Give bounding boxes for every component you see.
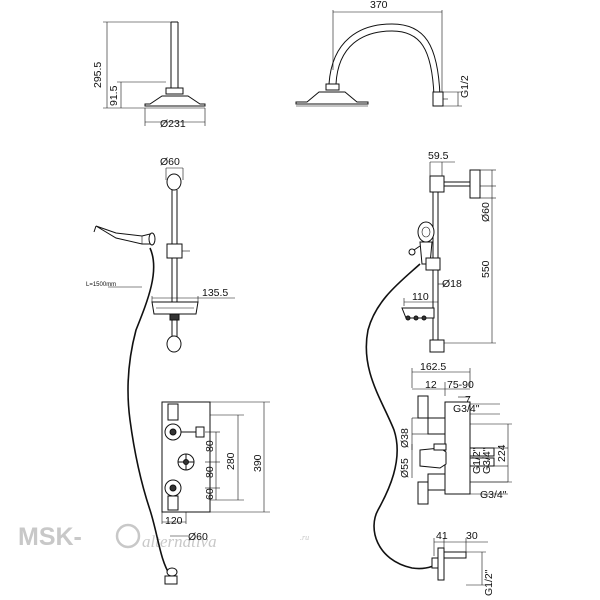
curved-arm-shower-view: 370 G1/2 (295, 0, 471, 107)
dim-valve-width: 120 (165, 515, 183, 527)
slide-rail-side-view: 59.5 Ø60 550 Ø18 110 (365, 150, 496, 570)
watermark-suffix: .ru (300, 533, 309, 542)
dim-rail-top-offset: 59.5 (428, 150, 449, 162)
dim-head-diameter: Ø231 (160, 118, 186, 130)
slide-rail-front-view: Ø60 135.5 L=1500mm (86, 156, 235, 576)
dim-rail-diameter: Ø60 (480, 202, 492, 222)
dim-valve-outer-height: 390 (252, 454, 264, 472)
dim-arm-thread: G1/2 (459, 75, 471, 98)
valve-front-view: 80 80 60 280 390 120 Ø60 (161, 401, 270, 585)
dim-rail-height: 550 (480, 260, 492, 278)
watermark-script: alternativa (142, 532, 217, 551)
dim-valve-spacing-1: 80 (204, 440, 216, 452)
dim-valve-thread-low: G1/2" (471, 447, 483, 474)
overhead-shower-side-view: 295.5 91.5 Ø231 (92, 21, 206, 130)
dim-soap-dish: 135.5 (202, 287, 228, 299)
dim-dish-width: 110 (412, 291, 429, 303)
dim-valve-height: 224 (496, 444, 508, 462)
dim-valve-depth-a: 12 (425, 379, 437, 391)
dim-valve-depth-total: 162.5 (420, 361, 446, 373)
dim-valve-thread-bottom: G3/4" (480, 489, 507, 501)
dim-total-height: 295.5 (92, 62, 104, 88)
watermark-brand: MSK- (18, 523, 82, 551)
dim-outlet-thread: G1/2" (483, 569, 495, 596)
dim-valve-spacing-2: 80 (204, 466, 216, 478)
dim-outlet-depth-a: 41 (436, 530, 448, 542)
wall-outlet-side-view: 41 30 G1/2" (431, 530, 495, 596)
label-hose-length: L=1500mm (86, 282, 116, 288)
dim-valve-depth-range: 75-90 (447, 379, 474, 391)
dim-valve-inner-height: 280 (225, 452, 237, 470)
dim-valve-diameter-55: Ø55 (399, 458, 411, 478)
valve-side-view: 162.5 12 75-90 7 G3/4" Ø38 G3/4" G1/2" (399, 361, 512, 505)
dim-valve-depth-b: 7 (465, 394, 471, 406)
dim-rail-top-diameter: Ø60 (160, 156, 180, 168)
dim-arm-height: 91.5 (108, 85, 120, 106)
dim-arm-width: 370 (370, 0, 388, 11)
dim-valve-bottom-diameter: Ø60 (188, 531, 208, 543)
dim-valve-thread-mid: G3/4" (481, 447, 493, 474)
watermark-at-icon (115, 523, 141, 549)
watermark: MSK- alternativa .ru (18, 523, 309, 551)
dim-valve-diameter-38: Ø38 (399, 428, 411, 448)
dim-valve-thread-top: G3/4" (453, 403, 480, 415)
dim-valve-spacing-3: 60 (204, 488, 216, 500)
dim-outlet-depth-b: 30 (466, 530, 478, 542)
dim-rail-small-diameter: Ø18 (442, 278, 462, 290)
